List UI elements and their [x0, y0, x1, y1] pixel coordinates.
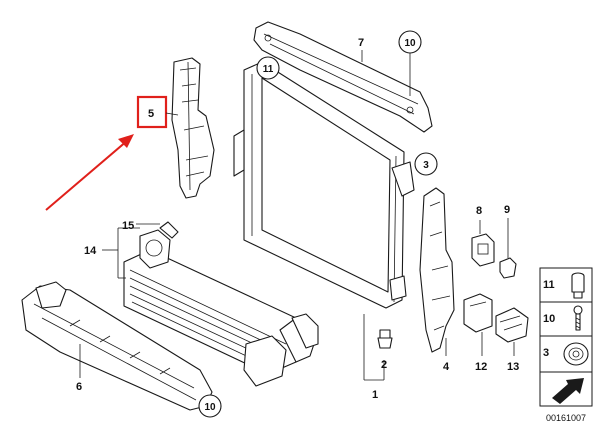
part-5-bracket [165, 57, 215, 199]
circled-callout-11: 11 [256, 56, 280, 80]
circled-callout-10-bottom: 10 [198, 394, 222, 418]
legend-row-3-label: 3 [543, 347, 549, 359]
legend-panel: 11 10 3 [539, 267, 593, 407]
callout-4: 4 [443, 361, 450, 373]
callout-7: 7 [358, 37, 364, 49]
callout-12: 12 [475, 361, 487, 373]
part-14-intercooler [102, 221, 319, 387]
callout-5: 5 [148, 108, 154, 120]
legend-row-11-plug-icon [571, 272, 585, 299]
part-1-radiator [233, 61, 415, 381]
circled-callout-3: 3 [414, 152, 438, 176]
part-2-bushing [377, 329, 393, 349]
part-13-bracket [495, 307, 529, 356]
part-4-bracket [419, 187, 455, 356]
callout-15: 15 [122, 220, 134, 232]
legend-row-3-grommet-icon [563, 342, 589, 366]
highlight-box [136, 95, 168, 129]
circled-callout-3-label: 3 [423, 160, 429, 171]
diagram-code: 00161007 [546, 413, 586, 423]
part-12-bracket [463, 293, 493, 356]
legend-row-10-label: 10 [543, 313, 555, 325]
callout-9: 9 [504, 204, 510, 216]
callout-1: 1 [372, 389, 378, 401]
part-9-clip [499, 218, 517, 279]
callout-14: 14 [84, 245, 97, 257]
legend-row-11-label: 11 [543, 279, 555, 291]
circled-callout-10-bottom-label: 10 [204, 402, 216, 413]
circled-callout-11-label: 11 [263, 64, 274, 75]
circled-callout-10-top-label: 10 [404, 38, 416, 49]
part-6-lower-guide [21, 281, 213, 411]
callout-2: 2 [381, 359, 387, 371]
part-7-crossmember [253, 21, 433, 133]
callout-8: 8 [476, 205, 482, 217]
callout-13: 13 [507, 361, 519, 373]
circled-callout-10-top: 10 [398, 30, 422, 96]
part-8-clip [471, 220, 495, 267]
legend-row-10-screw-icon [573, 305, 583, 331]
highlight-arrow [45, 134, 134, 211]
callout-6: 6 [76, 381, 82, 393]
legend-direction-arrow-icon [552, 378, 584, 404]
